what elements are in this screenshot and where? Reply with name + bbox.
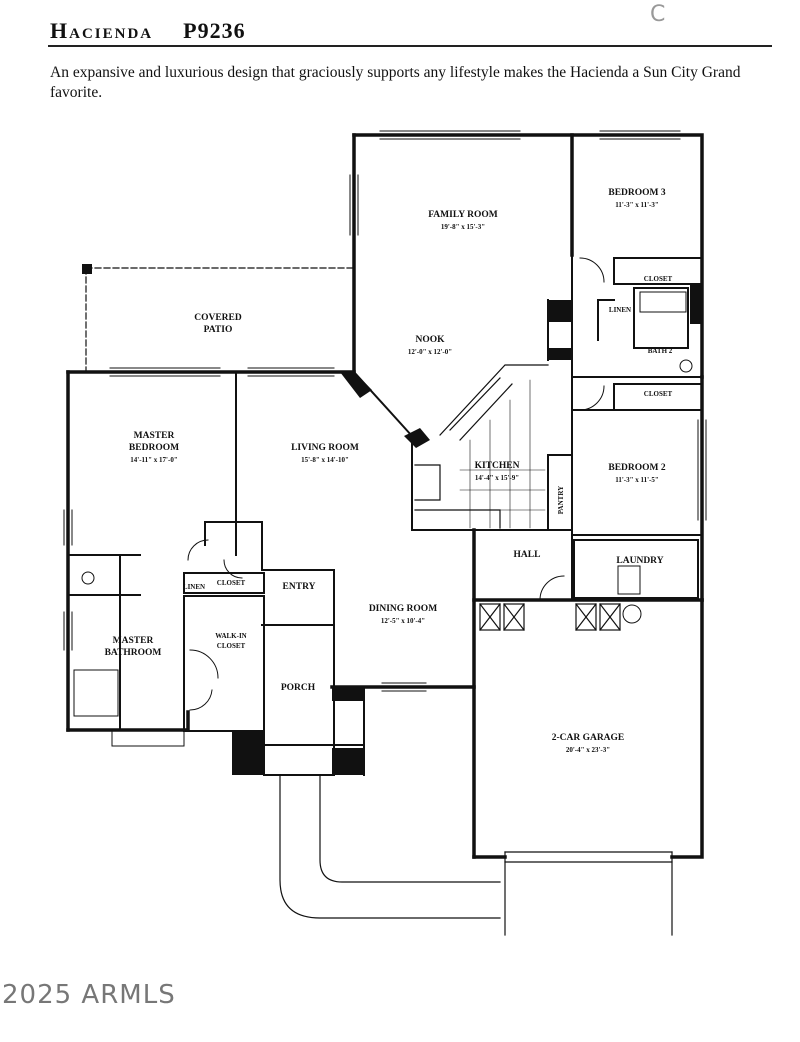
covered-patio-outline [85,267,355,373]
bedroom3-size: 11'-3" x 11'-3" [615,201,659,209]
garage-label: 2-CAR GARAGE [552,733,625,743]
pantry-label: PANTRY [557,486,565,514]
kitchen-tile [459,379,546,529]
watermark: 2025 ARMLS [2,980,176,1010]
room-labels: FAMILY ROOM 19'-8" x 15'-3" BEDROOM 3 11… [105,188,673,754]
family-room-label: FAMILY ROOM [428,210,498,220]
dining-room-label: DINING ROOM [369,604,437,614]
walkway [279,774,501,919]
plan-name: Hacienda [50,18,154,43]
family-room-size: 19'-8" x 15'-3" [441,223,485,231]
plan-title: Hacienda P9236 [50,18,246,44]
walk-in-closet-label-2: CLOSET [217,642,246,650]
linen-hall-label: LINEN [609,306,631,314]
walk-in-closet-label-1: WALK-IN [215,632,247,640]
nook-label: NOOK [415,335,445,345]
linen-master-label: LINEN [183,583,205,591]
plan-number: P9236 [183,18,246,43]
master-bedroom-size: 14'-11" x 17'-0" [130,456,178,464]
columns [232,284,702,775]
dining-room-size: 12'-5" x 10'-4" [381,617,425,625]
bedroom3-label: BEDROOM 3 [608,188,666,198]
closet-master-label: CLOSET [217,579,246,587]
garage-door [504,851,673,936]
kitchen-counters [414,364,549,529]
covered-patio-label-1: COVERED [194,313,242,323]
living-room-label: LIVING ROOM [291,443,359,453]
patio-column [82,264,92,274]
kitchen-size: 14'-4" x 15'-9" [475,474,519,482]
nook-size: 12'-0" x 12'-0" [408,348,452,356]
master-bathroom-label-2: BATHROOM [105,648,162,658]
hall-label: HALL [514,550,541,560]
bathroom-fixtures [73,291,693,717]
door-swings [187,257,605,711]
master-bedroom-label-1: MASTER [134,431,175,441]
garage-storage [479,603,621,631]
laundry-label: LAUNDRY [616,556,663,566]
plan-description: An expansive and luxurious design that g… [50,64,741,101]
covered-patio-label-2: PATIO [204,325,233,335]
exterior-walls [66,133,704,859]
master-bathroom-label-1: MASTER [113,636,154,646]
porch-label: PORCH [281,683,316,693]
title-rule [48,45,772,47]
garage-size: 20'-4" x 23'-3" [566,746,610,754]
bedroom2-label: BEDROOM 2 [608,463,666,473]
closet-b3-label: CLOSET [644,275,673,283]
living-room-size: 15'-8" x 14'-10" [301,456,349,464]
bath2-label: BATH 2 [648,347,673,355]
closet-b2-label: CLOSET [644,390,673,398]
master-bedroom-label-2: BEDROOM [129,443,179,453]
corner-mark: C [650,2,666,27]
windows [63,130,707,747]
bedroom2-size: 11'-3" x 11'-5" [615,476,659,484]
kitchen-label: KITCHEN [475,461,520,471]
entry-label: ENTRY [283,582,316,592]
interior-walls [67,254,703,776]
